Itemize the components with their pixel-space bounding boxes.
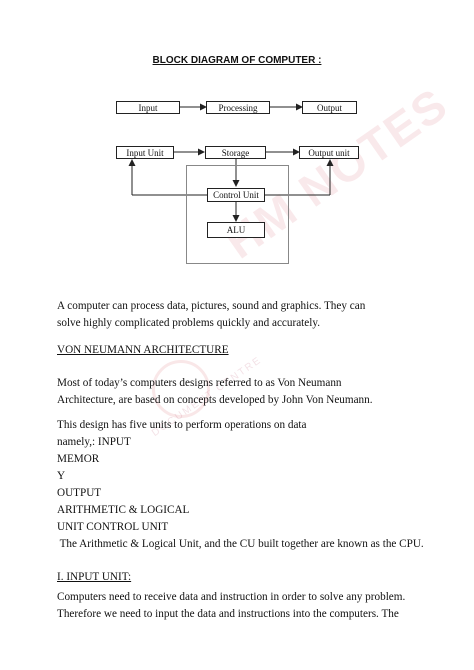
- box-input-unit: Input Unit: [116, 146, 174, 159]
- para4-line1: Computers need to receive data and instr…: [57, 591, 406, 603]
- box-output: Output: [302, 101, 357, 114]
- box-input-unit-label: Input Unit: [126, 148, 164, 158]
- para2-line2: Architecture, are based on concepts deve…: [57, 394, 373, 406]
- para3-line2: namely,: INPUT: [57, 436, 131, 448]
- box-storage-label: Storage: [221, 148, 250, 158]
- box-output-unit: Output unit: [299, 146, 359, 159]
- para1-line1: A computer can process data, pictures, s…: [57, 300, 366, 312]
- watermark-seal-icon: [152, 360, 210, 418]
- box-processing: Processing: [206, 101, 270, 114]
- para3-line3: MEMOR: [57, 453, 100, 465]
- para3-line6: ARITHMETIC & LOGICAL: [57, 504, 190, 516]
- heading-von-neumann: VON NEUMANN ARCHITECTURE: [57, 344, 229, 356]
- para2-line1: Most of today’s computers designs referr…: [57, 377, 342, 389]
- box-control-unit: Control Unit: [207, 188, 265, 202]
- heading-input-unit: I. INPUT UNIT:: [57, 571, 132, 583]
- box-input-label: Input: [138, 103, 158, 113]
- box-output-unit-label: Output unit: [308, 148, 350, 158]
- box-processing-label: Processing: [218, 103, 258, 113]
- box-input: Input: [116, 101, 180, 114]
- para3-line5: OUTPUT: [57, 487, 102, 499]
- box-output-label: Output: [316, 103, 342, 113]
- cpu-frame: [186, 165, 289, 264]
- page-title: BLOCK DIAGRAM OF COMPUTER :: [152, 55, 322, 66]
- box-control-unit-label: Control Unit: [213, 190, 259, 200]
- para4-line2: Therefore we need to input the data and …: [57, 608, 399, 620]
- box-storage: Storage: [205, 146, 266, 159]
- para3-line7: UNIT CONTROL UNIT: [57, 521, 169, 533]
- para1-line2: solve highly complicated problems quickl…: [57, 317, 321, 329]
- para3-line8: The Arithmetic & Logical Unit, and the C…: [57, 538, 424, 550]
- para3-line1: This design has five units to perform op…: [57, 419, 307, 431]
- box-alu: ALU: [207, 222, 265, 238]
- para3-line4: Y: [57, 470, 66, 482]
- box-alu-label: ALU: [226, 225, 246, 235]
